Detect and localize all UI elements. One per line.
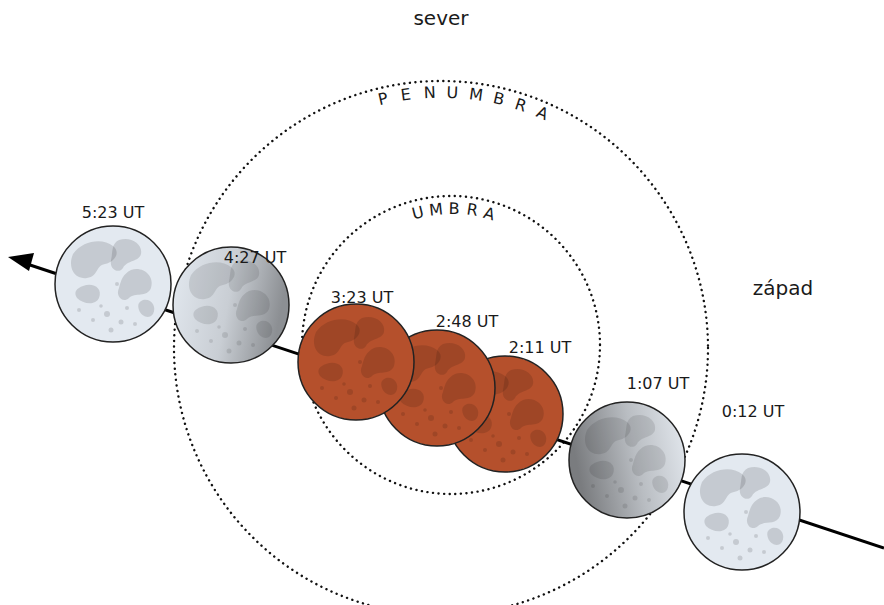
direction-label: západ [753,278,813,298]
moon [173,247,289,363]
moon [55,226,171,342]
time-label: 0:12 UT [722,404,785,420]
time-label: 3:23 UT [331,290,394,306]
region-name: PENUMBRA [373,81,551,124]
time-label: 4:27 UT [224,250,287,266]
moon [569,402,685,518]
moon-eclipsed [298,304,414,420]
arrow-head [8,253,34,271]
region-name: UMBRA [408,197,499,225]
time-label: 5:23 UT [82,205,145,221]
direction-label: sever [413,8,468,28]
time-label: 2:48 UT [436,314,499,330]
time-label: 2:11 UT [509,340,572,356]
time-label: 1:07 UT [627,376,690,392]
moon [684,454,800,570]
